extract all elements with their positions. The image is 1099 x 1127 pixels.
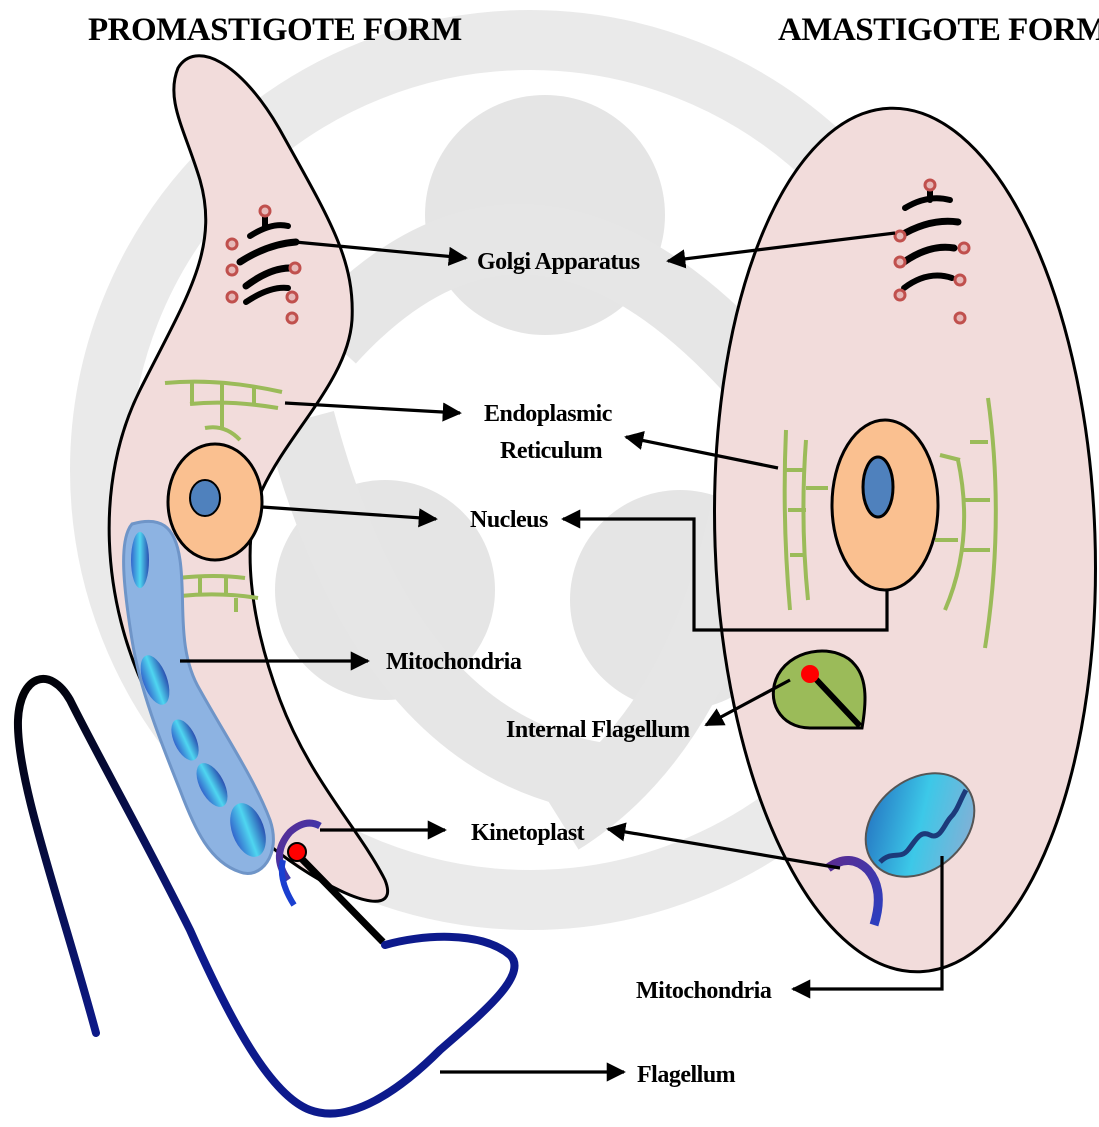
label-golgi-apparatus: Golgi Apparatus — [477, 249, 640, 275]
internal-flagellum-body — [773, 651, 865, 728]
label-nucleus: Nucleus — [470, 507, 548, 533]
label-mitochondria-right: Mitochondria — [636, 978, 772, 1004]
label-mitochondria-left: Mitochondria — [386, 649, 522, 675]
label-endoplasmic: Endoplasmic — [484, 401, 613, 427]
label-kinetoplast: Kinetoplast — [471, 820, 585, 846]
label-flagellum: Flagellum — [637, 1062, 736, 1088]
nucleolus-left — [190, 480, 220, 516]
title-promastigote: PROMASTIGOTE FORM — [88, 12, 462, 48]
label-reticulum: Reticulum — [500, 438, 603, 464]
nucleolus-right — [863, 457, 893, 517]
label-internal-flagellum: Internal Flagellum — [506, 717, 690, 743]
title-amastigote: AMASTIGOTE FORM — [778, 12, 1099, 48]
